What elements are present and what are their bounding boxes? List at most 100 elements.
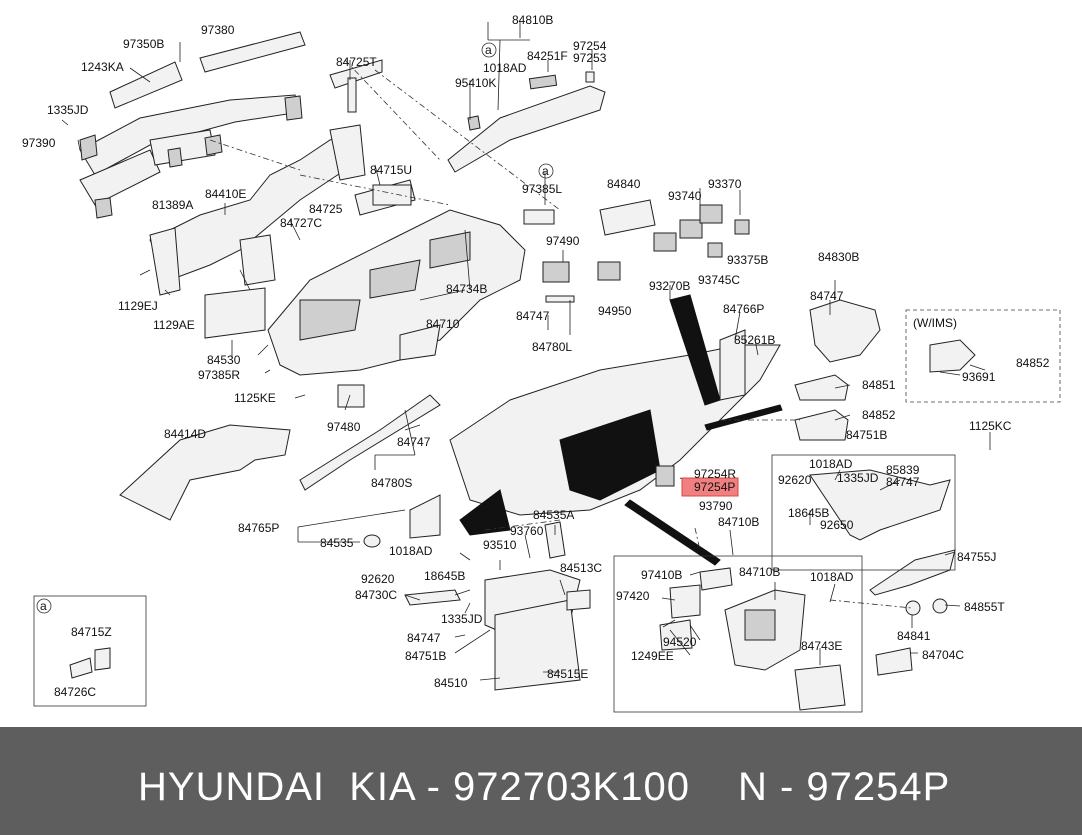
- label-84727C: 84727C: [280, 216, 322, 230]
- label-85839: 85839: [886, 463, 920, 477]
- label-97385L: 97385L: [522, 182, 562, 196]
- center-fascia: [659, 567, 948, 711]
- label-84510: 84510: [434, 676, 468, 690]
- label-1335JD-b: 1335JD: [837, 471, 879, 485]
- main-crash-pad: [204, 209, 526, 376]
- label-84730C: 84730C: [355, 588, 397, 602]
- label-84747-b: 84747: [810, 289, 844, 303]
- label-84715U: 84715U: [370, 163, 412, 177]
- label-wims: (W/IMS): [913, 316, 957, 330]
- label-97253: 97253: [573, 51, 607, 65]
- label-97490: 97490: [546, 234, 580, 248]
- label-97480: 97480: [327, 420, 361, 434]
- label-95410K: 95410K: [455, 76, 496, 90]
- label-1243KA: 1243KA: [81, 60, 124, 74]
- label-94950: 94950: [598, 304, 632, 318]
- label-1125KE: 1125KE: [234, 391, 276, 405]
- instrument-panel-view: [449, 294, 783, 566]
- label-1335JD-c: 1335JD: [441, 612, 483, 626]
- label-1249EE: 1249EE: [631, 649, 674, 663]
- label-a-circle-2: a: [542, 164, 549, 178]
- label-84535: 84535: [320, 536, 354, 550]
- label-84747-a: 84747: [516, 309, 550, 323]
- label-84410E: 84410E: [205, 187, 246, 201]
- label-97410B: 97410B: [641, 568, 682, 582]
- label-1018AD: 1018AD: [483, 61, 527, 75]
- label-84747-d: 84747: [886, 475, 920, 489]
- label-84810B: 84810B: [512, 13, 553, 27]
- label-18645B-a: 18645B: [788, 506, 829, 520]
- label-97350B: 97350B: [123, 37, 164, 51]
- label-93270B: 93270B: [649, 279, 690, 293]
- label-94520: 94520: [663, 635, 697, 649]
- label-84530: 84530: [207, 353, 241, 367]
- label-84840: 84840: [607, 177, 641, 191]
- label-97254R: 97254R: [694, 467, 736, 481]
- label-84710B-a: 84710B: [718, 515, 759, 529]
- label-84710: 84710: [426, 317, 460, 331]
- label-81389A: 81389A: [152, 198, 193, 212]
- label-84725: 84725: [309, 202, 343, 216]
- label-93375B: 93375B: [727, 253, 768, 267]
- part-number-footer: HYUNDAI KIA - 972703K100 N - 97254P: [0, 727, 1082, 835]
- label-84780S: 84780S: [371, 476, 412, 490]
- label-84780L: 84780L: [532, 340, 572, 354]
- label-84855T: 84855T: [964, 600, 1005, 614]
- label-a-circle-1: a: [485, 43, 492, 57]
- label-93691: 93691: [962, 370, 996, 384]
- label-84734B: 84734B: [446, 282, 487, 296]
- label-97420: 97420: [616, 589, 650, 603]
- label-1129EJ: 1129EJ: [118, 299, 158, 313]
- label-84852-a: 84852: [1016, 356, 1050, 370]
- label-84704C: 84704C: [922, 648, 964, 662]
- label-93745C: 93745C: [698, 273, 740, 287]
- label-18645B-b: 18645B: [424, 569, 465, 583]
- label-a-box: a: [40, 599, 47, 613]
- label-1335JD: 1335JD: [47, 103, 89, 117]
- highlight-97254P: [681, 477, 739, 497]
- label-84715Z: 84715Z: [71, 625, 112, 639]
- label-84747-c: 84747: [397, 435, 431, 449]
- label-97254P: 97254P: [694, 480, 735, 494]
- label-1018AD-c: 1018AD: [389, 544, 433, 558]
- part-labels: 97380 97350B 1243KA 1335JD 97390 84725T …: [22, 13, 1050, 699]
- label-84751B-b: 84751B: [405, 649, 446, 663]
- label-84515E: 84515E: [547, 667, 588, 681]
- label-84747-e: 84747: [407, 631, 441, 645]
- label-84751B-a: 84751B: [846, 428, 887, 442]
- label-92620-a: 92620: [778, 473, 812, 487]
- label-97380: 97380: [201, 23, 235, 37]
- label-92650: 92650: [820, 518, 854, 532]
- label-92620-b: 92620: [361, 572, 395, 586]
- label-84414D: 84414D: [164, 427, 206, 441]
- cluster-and-covers: [719, 299, 976, 596]
- label-84513C: 84513C: [560, 561, 602, 575]
- label-84743E: 84743E: [801, 639, 842, 653]
- oem-part-number: N - 97254P: [738, 765, 951, 809]
- label-84755J: 84755J: [957, 550, 996, 564]
- label-84726C: 84726C: [54, 685, 96, 699]
- brand-part-number: HYUNDAI KIA - 972703K100: [138, 765, 690, 809]
- label-85261B: 85261B: [734, 333, 775, 347]
- label-84251F: 84251F: [527, 49, 568, 63]
- label-93760: 93760: [510, 524, 544, 538]
- label-93370: 93370: [708, 177, 742, 191]
- label-84851: 84851: [862, 378, 896, 392]
- air-duct-assembly: [79, 31, 306, 219]
- label-84535A: 84535A: [533, 508, 574, 522]
- label-93510: 93510: [483, 538, 517, 552]
- label-84725T: 84725T: [336, 55, 377, 69]
- label-1125KC: 1125KC: [969, 419, 1012, 433]
- label-1129AE: 1129AE: [153, 318, 195, 332]
- switch-cluster: [337, 184, 750, 408]
- label-84765P: 84765P: [238, 521, 279, 535]
- label-84710B-b: 84710B: [739, 565, 780, 579]
- crash-pad-upper: [447, 71, 606, 173]
- label-84830B: 84830B: [818, 250, 859, 264]
- label-84766P: 84766P: [723, 302, 764, 316]
- lower-covers: [119, 394, 591, 691]
- label-1018AD-d: 1018AD: [810, 570, 854, 584]
- label-93740: 93740: [668, 189, 702, 203]
- label-1018AD-b: 1018AD: [809, 457, 853, 471]
- label-84841: 84841: [897, 629, 931, 643]
